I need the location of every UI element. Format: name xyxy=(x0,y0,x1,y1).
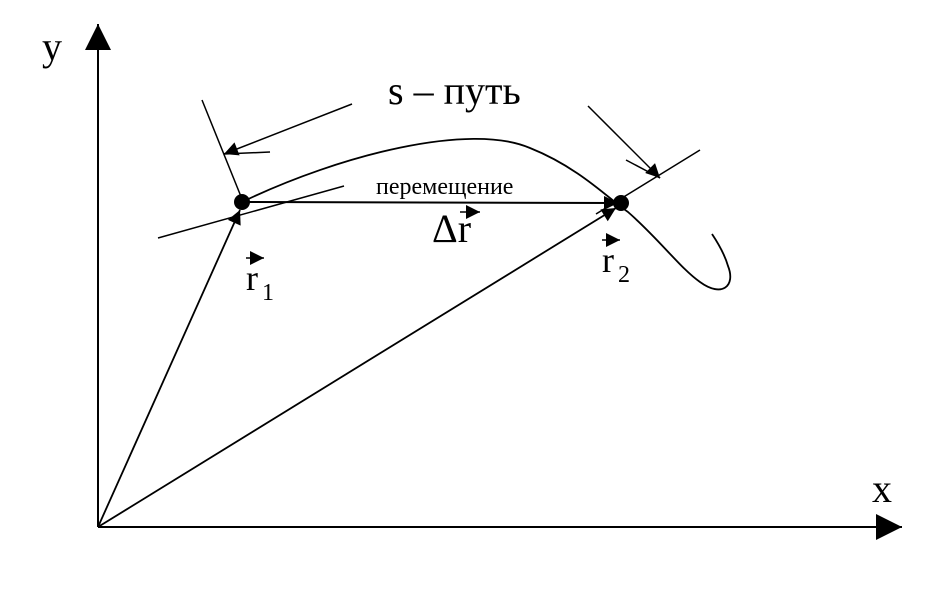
r1-label: r 1 xyxy=(246,251,274,306)
point-1 xyxy=(234,194,250,210)
r2-label: r 2 xyxy=(602,233,630,288)
radius-vector-2 xyxy=(97,207,617,528)
radius-vector-1 xyxy=(97,209,241,528)
tangent-line-3 xyxy=(595,149,701,215)
svg-text:Δr: Δr xyxy=(432,206,471,251)
point-2 xyxy=(613,195,629,211)
displacement-label: перемещение xyxy=(376,174,513,200)
svg-text:r: r xyxy=(602,240,614,280)
path-label: s – путь xyxy=(388,68,521,113)
tangent-line-2 xyxy=(157,185,345,239)
delta-r-label: Δr xyxy=(432,205,480,251)
svg-text:r: r xyxy=(246,258,258,298)
pointer-arrow-left xyxy=(223,103,353,156)
y-axis-label: y xyxy=(42,24,62,69)
pointer-arrow-right xyxy=(587,105,661,179)
svg-text:2: 2 xyxy=(618,262,630,288)
trajectory-curve xyxy=(241,138,732,291)
displacement-vector xyxy=(241,195,619,210)
x-axis-label: x xyxy=(872,466,892,511)
axes: y x xyxy=(42,24,902,540)
tangent-line-1 xyxy=(201,99,245,205)
svg-text:1: 1 xyxy=(262,280,274,306)
